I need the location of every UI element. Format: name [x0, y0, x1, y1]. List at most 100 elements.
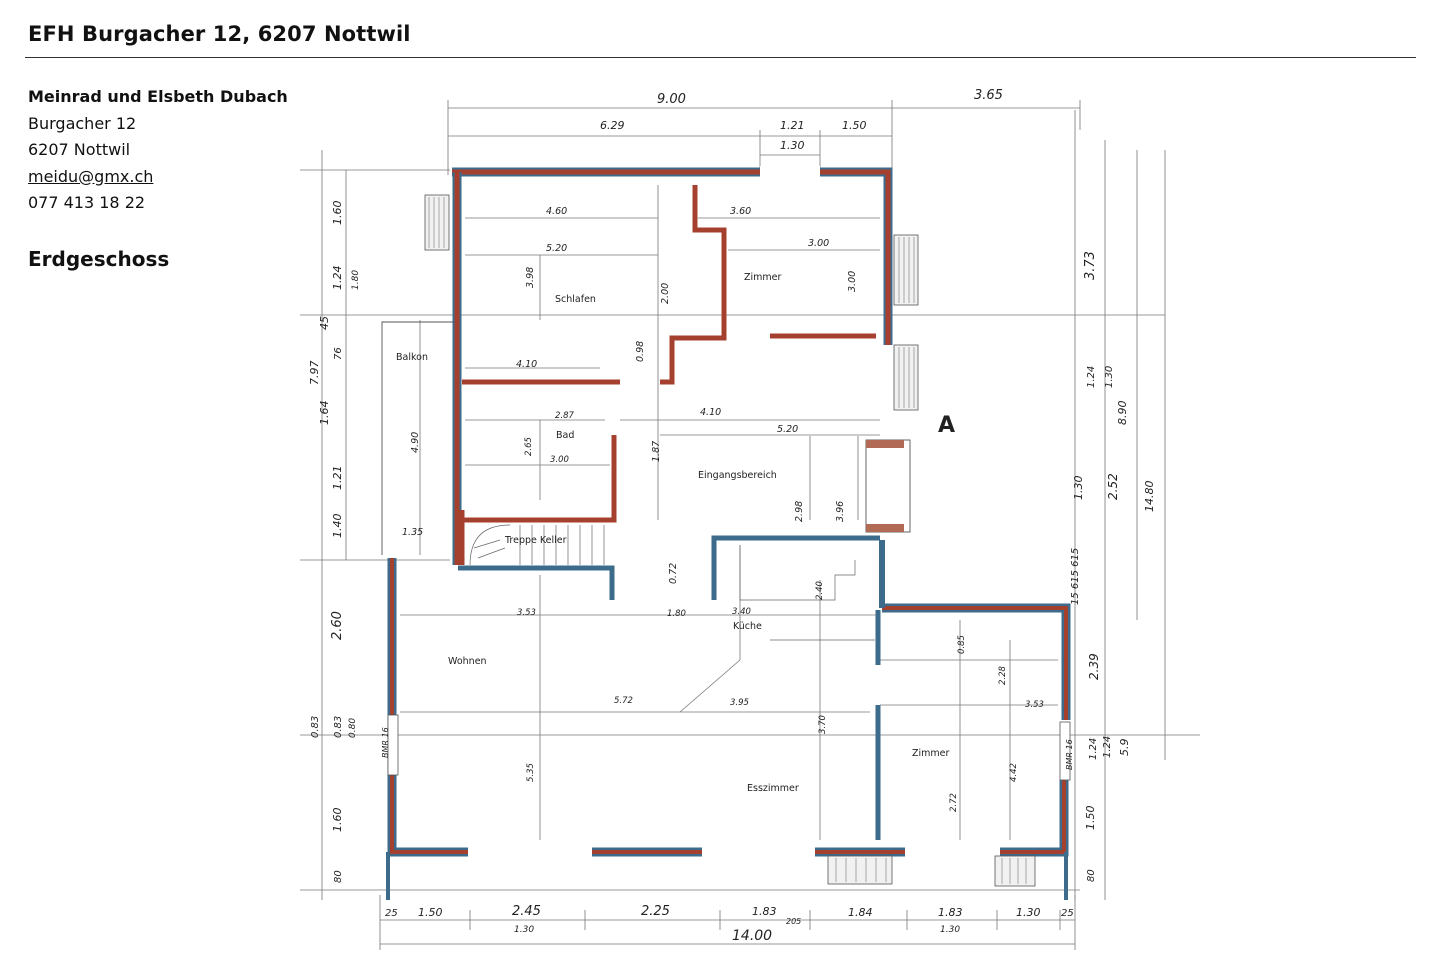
dimension-labels-interior: 4.60 3.60 5.20 3.00 3.98 2.00 3.00 0.98 … [402, 206, 1044, 812]
cellar-stairs [469, 524, 605, 566]
dim-top-c: 1.50 [842, 119, 867, 132]
dim-left-160a: 1.60 [331, 201, 344, 226]
dimension-labels-bottom: 25 1.50 2.45 2.25 1.83 1.84 1.83 1.30 25… [385, 904, 1074, 944]
dimension-labels-top: 9.00 3.65 6.29 1.21 1.50 1.30 [600, 88, 1003, 152]
dim-right-252: 2.52 [1106, 473, 1120, 500]
dim-072: 0.72 [668, 563, 679, 584]
dim-right-890: 8.90 [1116, 401, 1129, 426]
dim-490: 4.90 [410, 432, 421, 453]
dim-187: 1.87 [651, 441, 662, 462]
dim-left-080: 0.80 [348, 718, 358, 738]
section-marker-a: A [938, 413, 955, 438]
dim-right-124b: 1.24 [1088, 738, 1099, 760]
dim-bot-183a: 1.83 [752, 905, 777, 918]
dim-left-164: 1.64 [318, 401, 331, 426]
dim-top-d: 1.30 [780, 139, 805, 152]
dim-085: 0.85 [957, 635, 967, 654]
kitchen-counter [739, 545, 875, 641]
dim-bot-245: 2.45 [512, 904, 541, 919]
dim-180: 1.80 [667, 609, 686, 619]
dim-135: 1.35 [402, 527, 423, 538]
dim-right-bmr: BMR 16 [1065, 739, 1074, 770]
dim-520b: 5.20 [777, 424, 798, 435]
dim-left-083a: 0.83 [310, 716, 321, 738]
dim-398: 3.98 [525, 267, 536, 288]
room-kueche: Küche [733, 621, 762, 632]
dim-370: 3.70 [818, 715, 828, 734]
dim-top-total: 9.00 [657, 92, 686, 107]
dim-395: 3.95 [730, 698, 749, 708]
dim-460: 4.60 [546, 206, 567, 217]
dim-300a: 3.00 [808, 238, 829, 249]
contact-block: Meinrad und Elsbeth Dubach Burgacher 12 … [28, 84, 288, 217]
dim-left-140: 1.40 [331, 514, 344, 539]
dim-left-260: 2.60 [330, 611, 345, 640]
dim-bot-130: 1.30 [1016, 906, 1041, 919]
room-schlafen: Schlafen [555, 294, 596, 305]
dim-right-124: 1.24 [1086, 366, 1097, 388]
dim-410a: 4.10 [516, 359, 537, 370]
windows [424, 194, 1036, 887]
dim-bot-total: 14.00 [732, 928, 772, 944]
dim-353b: 3.53 [1025, 700, 1044, 710]
contact-phone: 077 413 18 22 [28, 193, 146, 212]
dimension-lines [300, 100, 1200, 950]
dim-442: 4.42 [1009, 763, 1019, 782]
dim-right-1480: 14.80 [1143, 481, 1156, 513]
dim-left-083b: 0.83 [333, 716, 344, 738]
dim-right-239: 2.39 [1087, 653, 1101, 680]
dim-bot-150: 1.50 [418, 906, 443, 919]
room-zimmer-right: Zimmer [912, 748, 950, 759]
room-wohnen: Wohnen [448, 656, 487, 667]
dim-right-80: 80 [1086, 869, 1097, 882]
dim-353a: 3.53 [517, 608, 536, 618]
dim-bot-25a: 25 [385, 908, 398, 919]
dim-right-130a: 1.30 [1104, 366, 1115, 388]
dim-098: 0.98 [635, 341, 646, 362]
dim-396: 3.96 [835, 501, 846, 522]
dim-right-615: 15 615 615 [1070, 548, 1081, 605]
dim-left-bmr: BMR 16 [381, 727, 390, 758]
dim-272: 2.72 [949, 793, 959, 812]
dim-bot-130a: 1.30 [514, 925, 534, 935]
dim-bot-130b: 1.30 [940, 925, 960, 935]
dim-right-59: 5.9 [1118, 739, 1131, 757]
dim-572: 5.72 [614, 696, 633, 706]
dim-right-150: 1.50 [1084, 806, 1097, 831]
dim-200: 2.00 [660, 283, 671, 304]
exterior-walls [386, 166, 1071, 900]
dim-right-130b: 1.30 [1072, 476, 1085, 501]
dim-265: 2.65 [524, 437, 534, 456]
room-esszimmer: Esszimmer [747, 783, 799, 794]
contact-city: 6207 Nottwil [28, 140, 131, 159]
interior-walls [459, 185, 876, 565]
contact-email-link[interactable]: meidu@gmx.ch [28, 166, 154, 186]
title-divider [25, 57, 1416, 58]
dimension-labels-left: 1.60 1.24 1.80 45 76 7.97 1.64 1.21 1.40… [308, 201, 390, 884]
window-hatching [428, 197, 1027, 884]
dim-410b: 4.10 [700, 407, 721, 418]
balcony [381, 321, 455, 555]
dim-287: 2.87 [555, 411, 575, 421]
dim-left-76: 76 [333, 347, 344, 360]
dim-360: 3.60 [730, 206, 751, 217]
dim-right-373: 3.73 [1083, 251, 1098, 280]
dim-top-right: 3.65 [974, 88, 1003, 103]
dim-left-124: 1.24 [331, 266, 344, 291]
room-zimmer-top: Zimmer [744, 272, 782, 283]
dim-240: 2.40 [815, 581, 825, 600]
dim-left-45: 45 [318, 316, 331, 330]
dim-left-80: 80 [333, 870, 344, 883]
dimension-labels-right: 3.73 1.24 1.30 8.90 1.30 2.52 14.80 15 6… [1065, 251, 1156, 882]
dim-300c: 3.00 [550, 455, 569, 465]
contact-name: Meinrad und Elsbeth Dubach [28, 87, 288, 106]
dim-bot-184: 1.84 [848, 906, 873, 919]
dim-340: 3.40 [732, 607, 751, 617]
dim-bot-25b: 25 [1061, 908, 1074, 919]
room-bad: Bad [556, 430, 574, 441]
dim-left-121: 1.21 [331, 466, 344, 491]
dim-bot-225: 2.25 [641, 904, 670, 919]
room-labels: Schlafen Zimmer Balkon Bad Eingangsberei… [396, 272, 950, 794]
dim-left-160b: 1.60 [331, 808, 344, 833]
